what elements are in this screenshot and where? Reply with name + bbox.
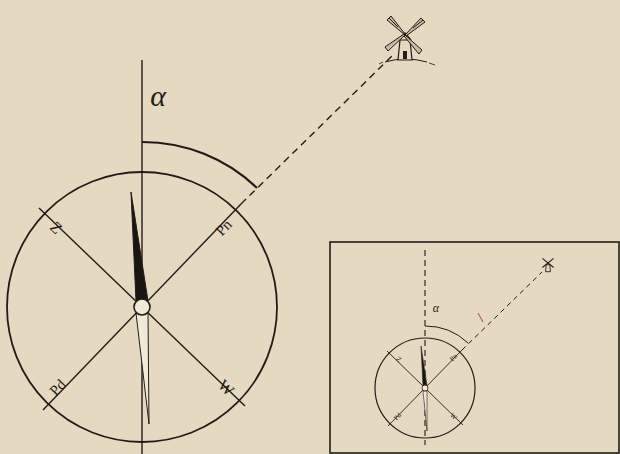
direction-letter: W <box>215 377 237 399</box>
direction-letter: Pn <box>449 353 459 363</box>
inset-angle-arc <box>425 326 468 343</box>
direction-letter: W <box>448 412 458 422</box>
inset-frame <box>330 242 619 453</box>
needle-north <box>131 192 148 301</box>
pn-pd-axis <box>43 204 241 410</box>
angle-arc <box>142 142 257 188</box>
direction-letter: Z <box>47 219 65 237</box>
needle-pivot <box>134 299 150 315</box>
windmill <box>379 16 435 65</box>
angle-symbol: α <box>150 81 166 111</box>
direction-letter: Pd <box>393 412 403 422</box>
needle-south <box>136 313 149 424</box>
direction-letter: Z <box>394 356 402 364</box>
inset-sight-line <box>462 272 542 350</box>
inset-needle-south <box>423 391 427 431</box>
inset-pivot <box>422 385 428 391</box>
sight-line <box>241 56 392 204</box>
inset-needle-north <box>421 346 427 386</box>
inset-pn-pd-axis <box>388 350 462 426</box>
direction-letter: Pd <box>47 377 69 399</box>
z-w-axis <box>39 208 245 406</box>
inset-windmill <box>542 258 553 271</box>
inset-dial <box>375 338 475 438</box>
compass-dial <box>7 172 277 442</box>
angle-symbol: α <box>433 302 439 314</box>
inset-mark <box>478 313 483 322</box>
direction-letter: Pn <box>213 217 235 239</box>
